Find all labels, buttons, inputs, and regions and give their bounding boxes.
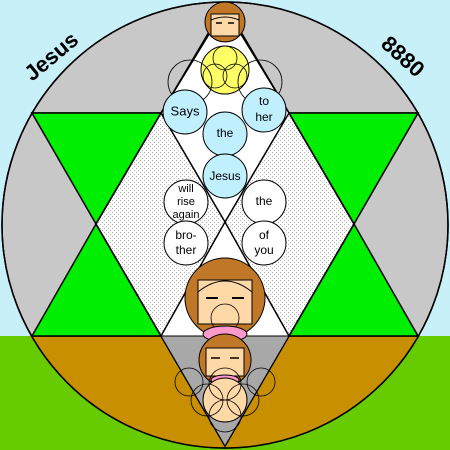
face-large [184, 257, 266, 339]
word-to: to [259, 94, 269, 108]
word-of: of [259, 228, 270, 242]
face-top [204, 1, 246, 43]
word-the-right: the [256, 194, 273, 208]
word-again: again [173, 209, 200, 221]
says-circle [162, 89, 208, 135]
yellow-flower [200, 45, 250, 95]
word-says: Says [171, 103, 200, 118]
to-her-circle [241, 87, 287, 133]
word-the-top: the [217, 126, 234, 140]
word-jesus: Jesus [209, 169, 240, 183]
word-her: her [255, 110, 272, 124]
word-you: you [254, 243, 273, 257]
word-rise: rise [177, 196, 195, 208]
word-bro: bro- [175, 228, 196, 242]
brother-circle [163, 220, 209, 266]
jesus-circle [202, 153, 248, 199]
word-will: will [177, 183, 193, 195]
of-you-circle [241, 220, 287, 266]
word-ther: ther [176, 243, 197, 257]
